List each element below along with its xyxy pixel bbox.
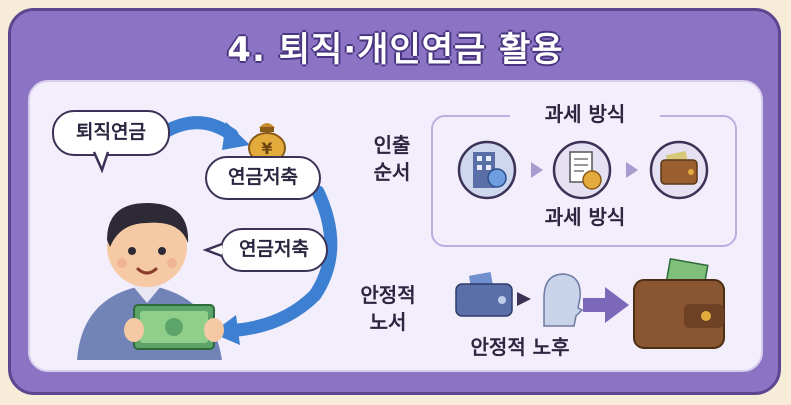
stable-label: 안정적 노서	[360, 283, 416, 334]
bubble-tail	[202, 242, 223, 258]
person-profile-icon	[543, 273, 584, 327]
money-bag-icon: ¥	[248, 123, 286, 164]
bubble-tail	[92, 151, 110, 174]
person-illustration	[77, 203, 224, 360]
wallet-icon	[649, 140, 709, 200]
tax-method-title: 과세 방식	[510, 98, 660, 127]
document-coin-icon	[552, 140, 612, 200]
small-wallet-icon	[455, 272, 513, 317]
large-wallet-icon	[633, 258, 725, 349]
withdrawal-order-label: 인출 순서	[373, 133, 411, 184]
purple-arrow-icon	[583, 287, 629, 323]
svg-text:¥: ¥	[261, 139, 272, 158]
building-icon	[457, 140, 517, 200]
arrow-right-icon	[626, 162, 638, 178]
tax-method-caption: 과세 방식	[544, 205, 626, 229]
stable-caption: 안정적 노후	[470, 335, 570, 359]
arrow-right-icon	[531, 162, 543, 178]
arrow-right-icon	[517, 292, 531, 306]
retirement-pension-bubble: 퇴직연금	[52, 110, 170, 156]
pension-savings-bubble-top: 연금저축	[205, 156, 321, 200]
pension-savings-bubble-bottom: 연금저축	[220, 228, 328, 272]
page-title: 4. 퇴직·개인연금 활용	[227, 30, 564, 70]
